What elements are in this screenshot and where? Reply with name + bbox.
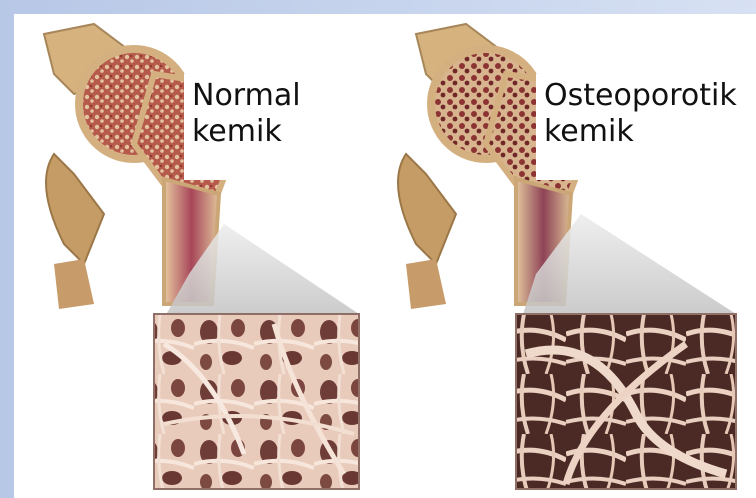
- slide: Normal kemik Osteoporotik kemik: [14, 14, 756, 498]
- osteoporotic-bone-label-line1: Osteoporotik: [544, 78, 754, 114]
- osteoporotic-bone-label: Osteoporotik kemik: [536, 74, 756, 180]
- normal-bone-label-line1: Normal: [192, 78, 332, 114]
- normal-bone-label-line2: kemik: [192, 114, 332, 150]
- normal-bone-label: Normal kemik: [184, 74, 338, 180]
- osteoporotic-bone-label-line2: kemik: [544, 114, 754, 150]
